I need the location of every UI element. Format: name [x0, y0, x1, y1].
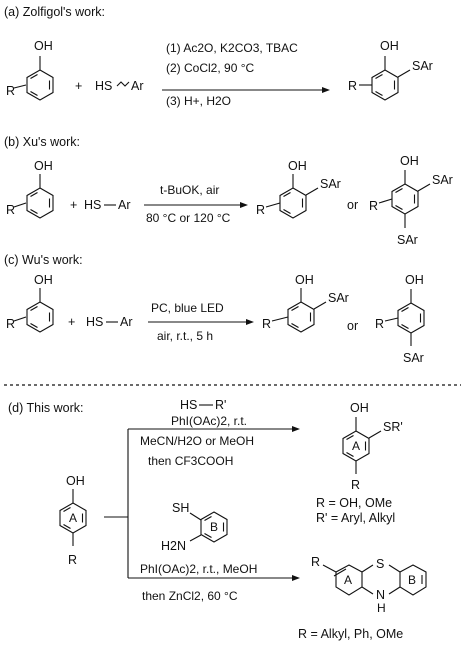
starting-phenol: OH A R [59, 474, 87, 567]
oh-label: OH [34, 273, 53, 287]
product-a: OH SAr R [348, 39, 433, 101]
plus-sign: + [68, 315, 75, 329]
ring-b-label: B [408, 573, 416, 587]
product-para: OH SAr R [375, 273, 425, 365]
r-label: R [6, 203, 15, 217]
product-r-label: R [348, 79, 357, 93]
section-b: (b) Xu's work: OH R + HS Ar t-BuOK, air … [4, 135, 453, 247]
r-label: R [68, 553, 77, 567]
product-oh-label: OH [380, 39, 399, 53]
phenol-reactant: OH R [6, 39, 54, 101]
condition-1: PhI(OAc)2, r.t. [171, 414, 247, 428]
scope-r: R = OH, OMe [316, 496, 392, 510]
scope-r: R = Alkyl, Ph, OMe [298, 627, 403, 641]
product-bis: OH SAr SAr R [369, 154, 453, 247]
product-r-label: R [256, 203, 265, 217]
condition-1: PhI(OAc)2, r.t., MeOH [140, 562, 257, 576]
section-a-heading: (a) Zolfigol's work: [4, 5, 105, 19]
plus-sign: + [75, 79, 82, 93]
product-sar-label: SAr [328, 291, 349, 305]
oh-label: OH [34, 159, 53, 173]
ring-a-label: A [352, 439, 360, 453]
oh-label: OH [34, 39, 53, 53]
or-label: or [347, 319, 358, 333]
product-oh-label: OH [405, 273, 424, 287]
nh2-label: H2N [161, 539, 186, 553]
ring-a-label: A [344, 573, 352, 587]
or-label: or [347, 198, 358, 212]
condition-step2: (2) CoCl2, 90 °C [166, 61, 254, 75]
condition-top: PC, blue LED [151, 301, 224, 315]
section-d: (d) This work: OH A R HS R' PhI(OAc)2, r… [8, 398, 427, 641]
condition-bottom: air, r.t., 5 h [157, 329, 213, 343]
product-sar-label: SAr [403, 351, 424, 365]
phenol-reactant: OH R [6, 159, 54, 219]
hydrogen-label: H [377, 601, 386, 615]
hs-label: HS [180, 398, 197, 412]
product-oh-label: OH [288, 159, 307, 173]
r-prime-label: R' [215, 398, 226, 412]
section-a: (a) Zolfigol's work: OH R + HS Ar (1) Ac… [4, 5, 433, 108]
product-sar-label: SAr [412, 59, 433, 73]
ring-a-label: A [69, 511, 77, 525]
upper-product: OH SR' A R [342, 401, 403, 492]
reaction-arrow [144, 202, 248, 208]
product-sar-label: SAr [320, 177, 341, 191]
upper-conditions: HS R' PhI(OAc)2, r.t. MeCN/H2O or MeOH t… [140, 398, 254, 468]
product-r-label: R [262, 317, 271, 331]
sh-label: SH [172, 501, 189, 515]
r-label: R [311, 555, 320, 569]
thiol-reactant: HS Ar [95, 79, 144, 93]
condition-2: MeCN/H2O or MeOH [140, 434, 254, 448]
ar-label: Ar [118, 198, 131, 212]
phenol-reactant: OH R [6, 273, 54, 333]
product-r-label: R [369, 199, 378, 213]
condition-step1: (1) Ac2O, K2CO3, TBAC [166, 41, 298, 55]
oh-label: OH [66, 474, 85, 488]
hs-label: HS [95, 79, 112, 93]
hs-label: HS [84, 198, 101, 212]
ar-label: Ar [120, 315, 133, 329]
product-sar-top-label: SAr [432, 173, 453, 187]
reaction-arrow [148, 319, 254, 325]
product-sar-bottom-label: SAr [397, 233, 418, 247]
section-d-heading: (d) This work: [8, 401, 83, 415]
sr-label: SR' [383, 420, 403, 434]
sulfur-label: S [376, 557, 384, 571]
product-ortho: OH SAr R [262, 273, 349, 333]
product-oh-label: OH [400, 154, 419, 168]
product-r-label: R [375, 317, 384, 331]
phenothiazine-product: R S N H A B [311, 555, 427, 615]
product-oh-label: OH [295, 273, 314, 287]
section-b-heading: (b) Xu's work: [4, 135, 80, 149]
r-label: R [6, 84, 15, 98]
reaction-arrow [162, 87, 330, 93]
r-label: R [6, 317, 15, 331]
section-c: (c) Wu's work: OH R + HS Ar PC, blue LED… [4, 253, 425, 365]
condition-2: then ZnCl2, 60 °C [142, 589, 238, 603]
scope-r-prime: R' = Aryl, Alkyl [316, 511, 395, 525]
condition-3: then CF3COOH [148, 454, 233, 468]
plus-sign: + [70, 198, 77, 212]
nitrogen-label: N [376, 588, 385, 602]
ring-b-label: B [210, 520, 218, 534]
oh-label: OH [350, 401, 369, 415]
condition-top: t-BuOK, air [160, 183, 219, 197]
product-ortho: OH SAr R [256, 159, 341, 219]
section-c-heading: (c) Wu's work: [4, 253, 83, 267]
condition-step3: (3) H+, H2O [166, 94, 231, 108]
aminothiophenol-reagent: B SH H2N PhI(OAc)2, r.t., MeOH then ZnCl… [140, 501, 257, 603]
ar-label: Ar [131, 79, 144, 93]
r-label: R [351, 478, 360, 492]
hs-label: HS [86, 315, 103, 329]
branch-arrows [104, 426, 300, 581]
condition-bottom: 80 °C or 120 °C [146, 211, 231, 225]
